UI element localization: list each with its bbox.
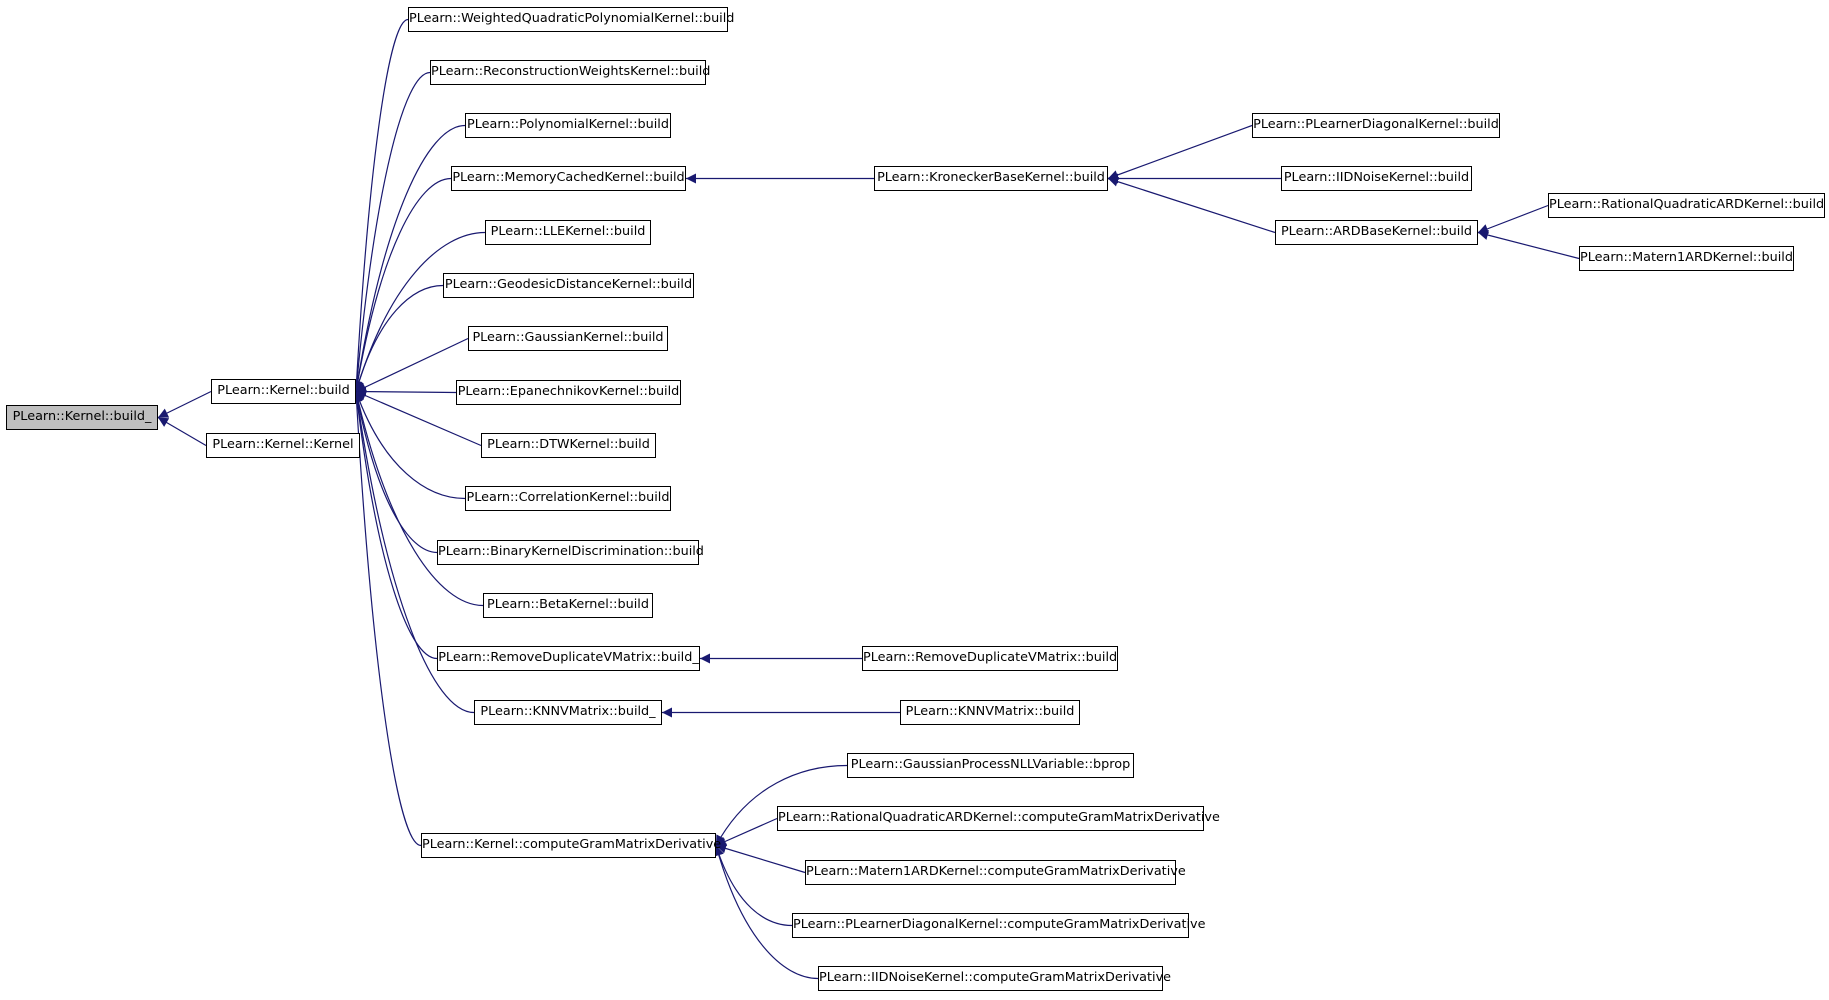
node-binary-kernel-discrimination-build[interactable]: PLearn::BinaryKernelDiscrimination::buil… [437, 540, 704, 565]
call-edge [352, 391, 438, 660]
call-edge [353, 391, 484, 607]
node-matern1-ard-kernel-build[interactable]: PLearn::Matern1ARDKernel::build [1579, 246, 1794, 271]
call-edge [715, 764, 848, 846]
node-epanechnikov-kernel-build[interactable]: PLearn::EpanechnikovKernel::build [456, 380, 681, 405]
node-rational-quadratic-ard-kernel-build[interactable]: PLearn::RationalQuadraticARDKernel::buil… [1548, 193, 1825, 218]
call-edge [352, 124, 466, 392]
call-edge [353, 284, 444, 392]
call-edge [352, 391, 438, 554]
node-knn-vmatrix-build-underscore[interactable]: PLearn::KNNVMatrix::build_ [474, 700, 662, 725]
call-edge [355, 390, 482, 447]
node-geodesic-distance-kernel-build[interactable]: PLearn::GeodesicDistanceKernel::build [443, 273, 694, 298]
call-edge [355, 337, 469, 393]
node-memory-cached-kernel-build[interactable]: PLearn::MemoryCachedKernel::build [451, 166, 686, 191]
node-kernel-build-underscore[interactable]: PLearn::Kernel::build_ [6, 405, 158, 430]
node-lle-kernel-build[interactable]: PLearn::LLEKernel::build [485, 220, 651, 245]
call-edge [713, 845, 819, 980]
call-edge [352, 391, 475, 714]
node-ard-base-kernel-build[interactable]: PLearn::ARDBaseKernel::build [1275, 220, 1478, 245]
node-rational-quadratic-ard-kernel-compute-gram-matrix-derivative[interactable]: PLearn::RationalQuadraticARDKernel::comp… [777, 806, 1220, 831]
node-iid-noise-kernel-build[interactable]: PLearn::IIDNoiseKernel::build [1281, 166, 1472, 191]
call-edge [715, 843, 806, 874]
node-beta-kernel-build[interactable]: PLearn::BetaKernel::build [483, 593, 653, 618]
call-edge [157, 416, 207, 447]
call-edge [1107, 176, 1276, 234]
call-edge [351, 71, 431, 392]
node-kronecker-base-kernel-build[interactable]: PLearn::KroneckerBaseKernel::build [874, 166, 1108, 191]
call-edge [354, 231, 486, 392]
node-remove-duplicate-vmatrix-build-underscore[interactable]: PLearn::RemoveDuplicateVMatrix::build_ [437, 646, 700, 671]
node-remove-duplicate-vmatrix-build[interactable]: PLearn::RemoveDuplicateVMatrix::build [862, 646, 1118, 671]
call-edge [1477, 204, 1549, 234]
call-edge [1477, 230, 1580, 260]
node-weighted-quadratic-polynomial-kernel-build[interactable]: PLearn::WeightedQuadraticPolynomialKerne… [408, 7, 734, 32]
call-edge [715, 817, 778, 847]
node-iid-noise-kernel-compute-gram-matrix-derivative[interactable]: PLearn::IIDNoiseKernel::computeGramMatri… [818, 966, 1171, 991]
node-knn-vmatrix-build[interactable]: PLearn::KNNVMatrix::build [900, 700, 1080, 725]
call-edge [1107, 124, 1253, 180]
node-gaussian-process-nll-variable-bprop[interactable]: PLearn::GaussianProcessNLLVariable::bpro… [847, 753, 1134, 778]
node-kernel-build[interactable]: PLearn::Kernel::build [211, 379, 356, 404]
call-edge [352, 177, 452, 392]
node-plearner-diagonal-kernel-build[interactable]: PLearn::PLearnerDiagonalKernel::build [1252, 113, 1500, 138]
node-gaussian-kernel-build[interactable]: PLearn::GaussianKernel::build [468, 326, 668, 351]
node-correlation-kernel-build[interactable]: PLearn::CorrelationKernel::build [465, 486, 671, 511]
call-edge [157, 390, 212, 419]
call-edge [351, 18, 409, 392]
node-plearner-diagonal-kernel-compute-gram-matrix-derivative[interactable]: PLearn::PLearnerDiagonalKernel::computeG… [792, 913, 1205, 938]
node-polynomial-kernel-build[interactable]: PLearn::PolynomialKernel::build [465, 113, 671, 138]
call-edge [355, 386, 457, 397]
node-dtw-kernel-build[interactable]: PLearn::DTWKernel::build [481, 433, 656, 458]
node-kernel-constructor[interactable]: PLearn::Kernel::Kernel [206, 433, 360, 458]
node-kernel-compute-gram-matrix-derivative[interactable]: PLearn::Kernel::computeGramMatrixDerivat… [421, 833, 721, 858]
call-edge [351, 391, 422, 847]
call-edge [714, 845, 793, 927]
call-edge [354, 391, 466, 500]
node-matern1-ard-kernel-compute-gram-matrix-derivative[interactable]: PLearn::Matern1ARDKernel::computeGramMat… [805, 860, 1186, 885]
node-reconstruction-weights-kernel-build[interactable]: PLearn::ReconstructionWeightsKernel::bui… [430, 60, 710, 85]
